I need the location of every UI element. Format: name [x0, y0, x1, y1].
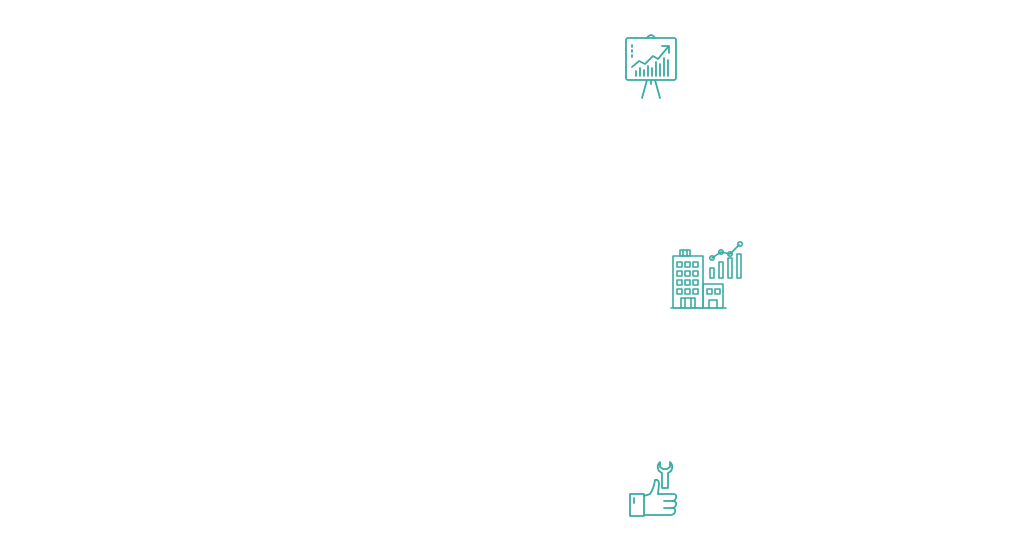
thumbs-up-wrench-icon: [626, 458, 682, 522]
office-building-growth-icon: [670, 240, 748, 312]
presentation-growth-chart-icon: [620, 30, 682, 102]
